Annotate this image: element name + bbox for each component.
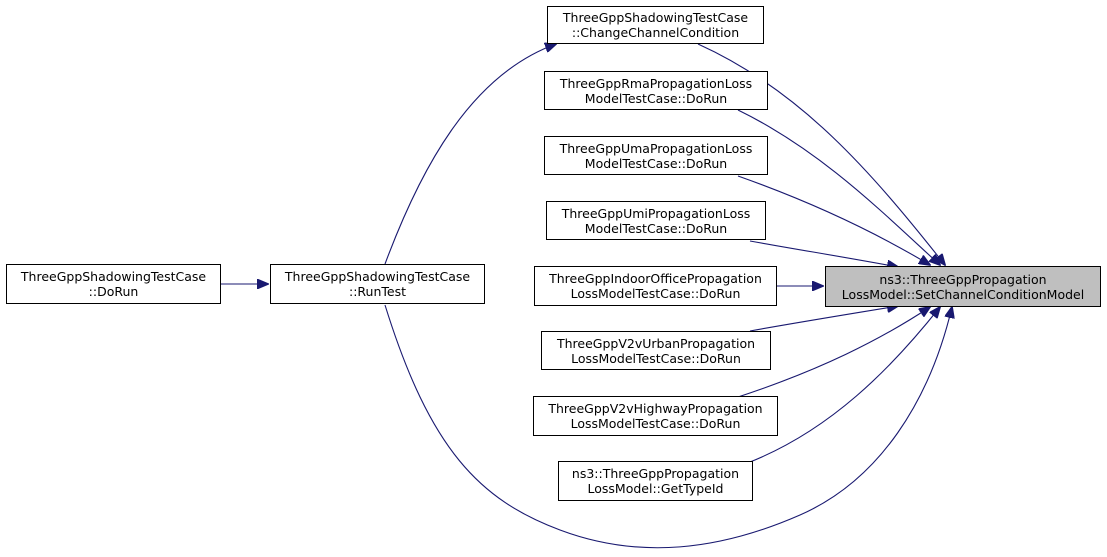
node-v2v-highway-dorun-line1: ThreeGppV2vHighwayPropagation: [548, 401, 763, 416]
node-v2v-highway-dorun-line2: LossModelTestCase::DoRun: [570, 416, 741, 431]
node-set-channel-condition-model[interactable]: ns3::ThreeGppPropagation LossModel::SetC…: [825, 266, 1101, 307]
edge-rma-to-target: [737, 109, 940, 265]
node-change-channel-condition-line1: ThreeGppShadowingTestCase: [562, 10, 749, 25]
node-run-test[interactable]: ThreeGppShadowingTestCase ::RunTest: [270, 264, 485, 304]
node-set-channel-condition-model-line1: ns3::ThreeGppPropagation: [879, 271, 1047, 287]
node-v2v-urban-dorun[interactable]: ThreeGppV2vUrbanPropagation LossModelTes…: [541, 331, 771, 370]
node-umi-dorun-line2: ModelTestCase::DoRun: [584, 220, 728, 236]
node-v2v-highway-dorun[interactable]: ThreeGppV2vHighwayPropagation LossModelT…: [533, 396, 778, 436]
node-shadowing-dorun[interactable]: ThreeGppShadowingTestCase ::DoRun: [6, 264, 221, 304]
node-umi-dorun-line1: ThreeGppUmiPropagationLoss: [561, 205, 751, 221]
node-run-test-line2: ::RunTest: [348, 284, 406, 299]
node-indoor-office-dorun-line2: LossModelTestCase::DoRun: [570, 286, 741, 301]
node-rma-dorun-line1: ThreeGppRmaPropagationLoss: [559, 75, 753, 91]
node-shadowing-dorun-line2: ::DoRun: [88, 284, 139, 299]
node-uma-dorun-line1: ThreeGppUmaPropagationLoss: [559, 140, 753, 156]
node-uma-dorun-line2: ModelTestCase::DoRun: [584, 155, 728, 171]
edge-run-test-to-target-bottom: [384, 304, 952, 549]
node-change-channel-condition[interactable]: ThreeGppShadowingTestCase ::ChangeChanne…: [547, 6, 764, 44]
edge-umi-to-target: [749, 240, 898, 267]
node-v2v-urban-dorun-line1: ThreeGppV2vUrbanPropagation: [556, 335, 756, 351]
edge-change-channel-to-target: [697, 43, 945, 265]
edge-v2v-highway-to-target: [737, 307, 930, 398]
node-shadowing-dorun-line1: ThreeGppShadowingTestCase: [20, 269, 207, 284]
edge-v2v-urban-to-target: [749, 306, 898, 332]
edge-uma-to-target: [737, 175, 930, 265]
node-rma-dorun[interactable]: ThreeGppRmaPropagationLoss ModelTestCase…: [544, 71, 768, 110]
node-umi-dorun[interactable]: ThreeGppUmiPropagationLoss ModelTestCase…: [546, 201, 766, 240]
node-rma-dorun-line2: ModelTestCase::DoRun: [584, 90, 728, 106]
node-indoor-office-dorun-line1: ThreeGppIndoorOfficePropagation: [549, 271, 762, 286]
node-indoor-office-dorun[interactable]: ThreeGppIndoorOfficePropagation LossMode…: [534, 266, 777, 306]
node-v2v-urban-dorun-line2: LossModelTestCase::DoRun: [571, 350, 741, 366]
node-get-type-id[interactable]: ns3::ThreeGppPropagation LossModel::GetT…: [558, 461, 753, 501]
node-get-type-id-line2: LossModel::GetTypeId: [587, 481, 724, 496]
node-run-test-line1: ThreeGppShadowingTestCase: [284, 269, 471, 284]
node-get-type-id-line1: ns3::ThreeGppPropagation: [571, 466, 740, 481]
edge-run-test-to-change-channel: [384, 44, 556, 265]
node-uma-dorun[interactable]: ThreeGppUmaPropagationLoss ModelTestCase…: [544, 136, 768, 175]
node-change-channel-condition-line2: ::ChangeChannelCondition: [571, 25, 740, 40]
edge-get-type-id-to-target: [749, 307, 940, 463]
node-set-channel-condition-model-line2: LossModel::SetChannelConditionModel: [841, 286, 1085, 302]
